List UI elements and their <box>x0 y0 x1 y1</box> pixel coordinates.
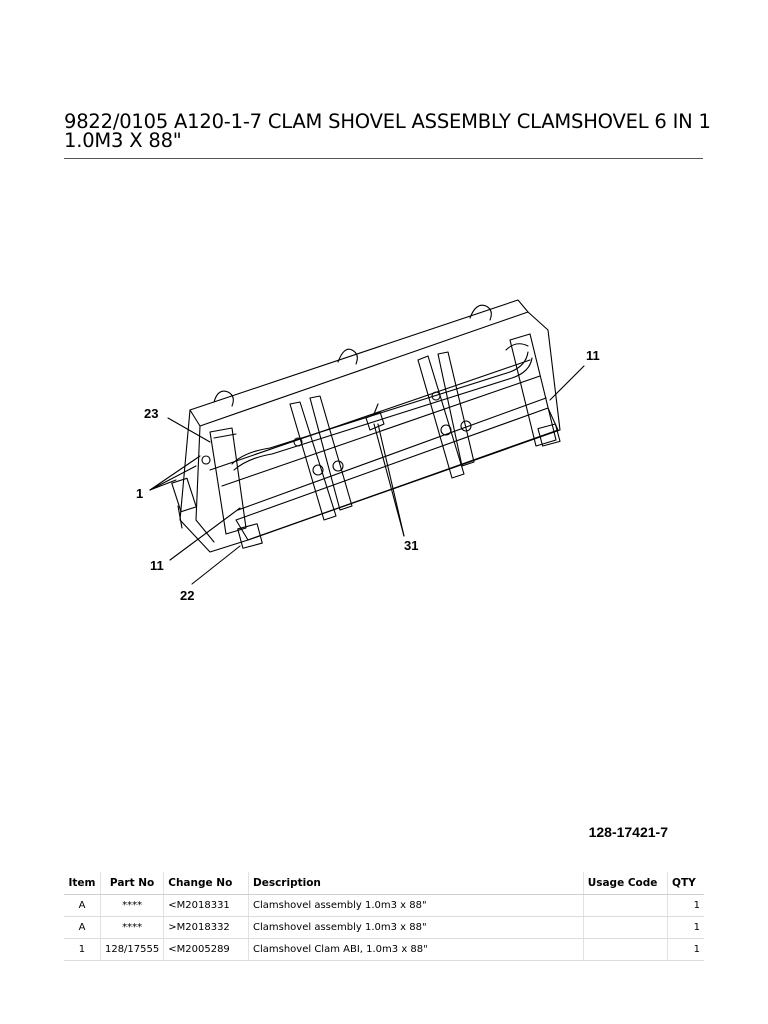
col-description: Description <box>248 872 584 895</box>
mounting-bracket-left <box>289 401 337 521</box>
table-row: 1 128/17555 <M2005289 Clamshovel Clam AB… <box>64 938 704 961</box>
left-ram <box>209 427 247 535</box>
cell-usage-code <box>582 938 668 961</box>
cell-change-no: <M2018331 <box>163 894 249 917</box>
cell-part-no: 128/17555 <box>99 938 164 961</box>
col-change-no: Change No <box>163 872 249 895</box>
cell-item: A <box>64 916 101 939</box>
cell-description: Clamshovel assembly 1.0m3 x 88" <box>248 916 584 939</box>
callout-11-left: 11 <box>150 558 164 573</box>
cell-qty: 1 <box>667 894 704 917</box>
cell-description: Clamshovel Clam ABI, 1.0m3 x 88" <box>248 938 584 961</box>
hydraulic-pipe <box>231 351 529 465</box>
table-row: A **** >M2018332 Clamshovel assembly 1.0… <box>64 916 704 939</box>
table-header-row: Item Part No Change No Description Usage… <box>64 872 704 895</box>
central-valve <box>365 411 385 431</box>
lifting-ear-right <box>469 304 492 321</box>
cell-qty: 1 <box>667 916 704 939</box>
cell-item: A <box>64 894 101 917</box>
cell-usage-code <box>582 916 668 939</box>
cell-item: 1 <box>64 938 101 961</box>
callout-1: 1 <box>136 486 143 501</box>
cutting-edge <box>235 407 559 541</box>
bucket-top-edge <box>189 299 529 427</box>
mounting-bracket-right <box>417 355 465 479</box>
cell-change-no: <M2005289 <box>163 938 249 961</box>
callout-31: 31 <box>404 538 418 553</box>
cell-usage-code <box>582 894 668 917</box>
page-title: 9822/0105 A120-1-7 CLAM SHOVEL ASSEMBLY … <box>64 110 711 152</box>
callout-23: 23 <box>144 406 158 421</box>
callout-11-right: 11 <box>586 348 600 363</box>
col-item: Item <box>64 872 101 895</box>
bucket-body <box>179 311 561 553</box>
cell-part-no: **** <box>99 916 164 939</box>
right-ram <box>509 333 557 447</box>
callout-22: 22 <box>180 588 194 603</box>
lifting-ear-left <box>213 390 234 407</box>
drawing-number: 128-17421-7 <box>588 824 668 840</box>
col-usage-code: Usage Code <box>582 872 668 895</box>
parts-table: Item Part No Change No Description Usage… <box>64 872 704 961</box>
cell-change-no: >M2018332 <box>163 916 249 939</box>
lifting-ear-center <box>337 348 358 365</box>
clam-shovel-diagram: 23 1 11 22 31 11 <box>136 299 600 603</box>
cell-qty: 1 <box>667 938 704 961</box>
cell-part-no: **** <box>99 894 164 917</box>
cell-description: Clamshovel assembly 1.0m3 x 88" <box>248 894 584 917</box>
col-qty: QTY <box>667 872 704 895</box>
title-divider <box>64 158 703 159</box>
table-row: A **** <M2018331 Clamshovel assembly 1.0… <box>64 894 704 917</box>
col-part-no: Part No <box>99 872 164 895</box>
